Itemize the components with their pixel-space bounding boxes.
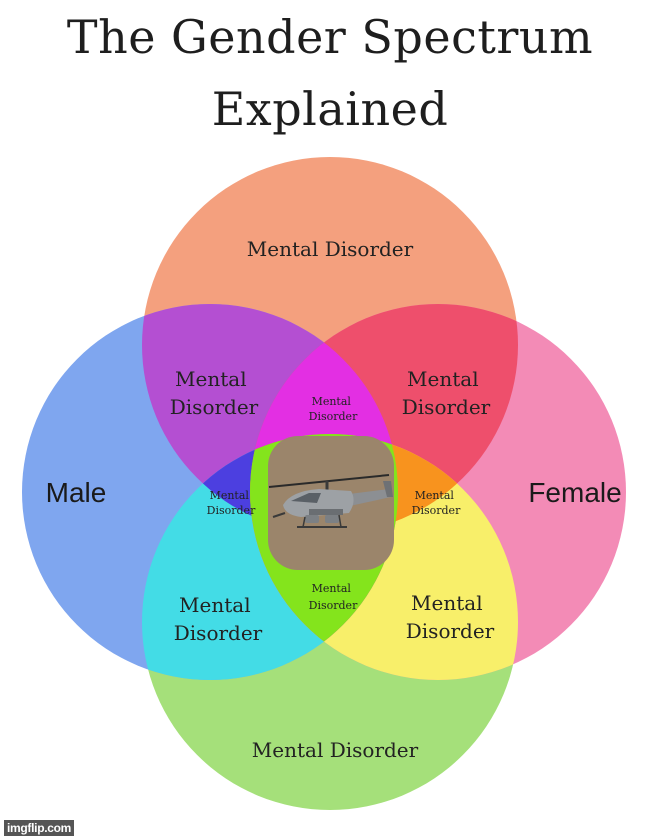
region-lower-center-label: Mental Disorder [309,582,358,612]
overlap-left-right-bottom [250,434,398,680]
region-center-right-label: Mental Disorder [412,489,461,517]
region-upper-center-label: Mental Disorder [309,395,358,423]
region-lower-left-label: Mental Disorder [174,593,263,645]
region-center-left-label: Mental Disorder [207,489,256,517]
region-upper-left-label: Mental Disorder [170,367,259,419]
region-bottom-label: Mental Disorder [252,738,419,762]
imgflip-watermark: imgflip.com [4,820,75,836]
title-line-2: Explained [211,82,449,136]
center-region [268,436,394,570]
region-top-label: Mental Disorder [247,237,414,261]
region-left-label: Male [46,477,107,508]
region-upper-right-label: Mental Disorder [402,367,491,419]
attack-helicopter-icon [268,474,393,528]
region-right-label: Female [528,477,621,508]
title-line-1: The Gender Spectrum [66,10,594,64]
region-lower-right-label: Mental Disorder [406,591,495,643]
